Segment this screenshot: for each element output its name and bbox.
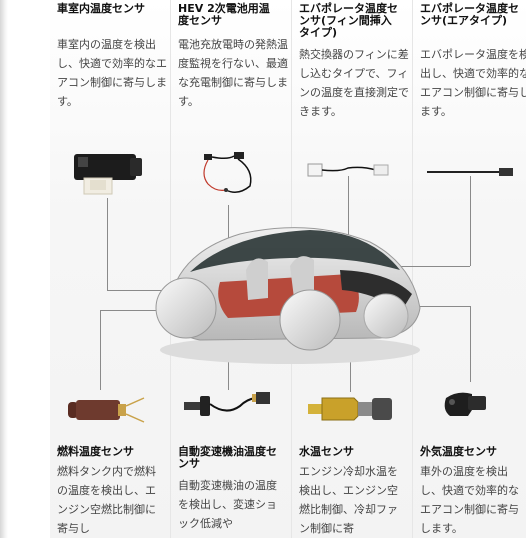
atf-temp-sensor-title[interactable]: 自動変速機油温度センサ <box>178 445 277 470</box>
cabin-temp-sensor-desc: 車室内の温度を検出し、快適で効率的なエアコン制御に寄与します。 <box>57 38 167 108</box>
fuel-temp-sensor-desc: 燃料タンク内で燃料の温度を検出し、エンジン空燃比制御に寄与し <box>57 465 156 535</box>
cabin-temp-sensor-title[interactable]: 車室内温度センサ <box>57 2 145 15</box>
column-divider <box>412 0 413 538</box>
page-left-shadow <box>0 0 8 538</box>
coolant-temp-sensor-title[interactable]: 水温センサ <box>299 445 354 458</box>
connector-line <box>470 306 471 382</box>
connector-line <box>107 290 185 291</box>
hev-battery-sensor-desc: 電池充放電時の発熱温度監視を行ない、最適な充電制御に寄与します。 <box>178 38 288 108</box>
connector-line <box>470 176 471 266</box>
hev-battery-sensor-title[interactable]: HEV 2次電池用温度センサ <box>178 2 270 27</box>
evap-air-sensor-image[interactable] <box>425 165 517 179</box>
connector-line <box>107 198 108 290</box>
fuel-temp-sensor-title[interactable]: 燃料温度センサ <box>57 445 134 458</box>
evap-fin-sensor-desc: 熱交換器のフィンに差し込むタイプで、フィンの温度を直接測定できます。 <box>299 48 409 118</box>
atf-temp-sensor-image[interactable] <box>182 388 274 428</box>
evap-air-sensor-title[interactable]: エバポレータ温度センサ(エアタイプ) <box>420 2 519 27</box>
coolant-temp-sensor-desc: エンジン冷却水温を検出し、エンジン空燃比制御、冷却ファン制御に寄 <box>299 465 398 535</box>
evap-air-sensor-desc: エバポレータ温度を検出し、快適で効率的なエアコン制御に寄与します。 <box>420 48 526 118</box>
ambient-temp-sensor-desc: 車外の温度を検出し、快適で効率的なエアコン制御に寄与します。 <box>420 465 519 535</box>
evap-fin-sensor-title[interactable]: エバポレータ温度センサ(フィン間挿入タイプ) <box>299 2 398 39</box>
coolant-temp-sensor-image[interactable] <box>306 392 396 426</box>
cabin-temp-sensor-image[interactable] <box>70 148 150 198</box>
evap-fin-sensor-image[interactable] <box>306 158 396 184</box>
connector-line <box>348 176 349 240</box>
concept-car-image <box>150 212 430 372</box>
ambient-temp-sensor-title[interactable]: 外気温度センサ <box>420 445 497 458</box>
atf-temp-sensor-desc: 自動変速機油の温度を検出し、変速ショック低減や <box>178 479 277 530</box>
column-divider <box>170 0 171 538</box>
column-4-bg <box>413 0 526 538</box>
connector-line <box>100 310 160 311</box>
connector-line <box>410 306 470 307</box>
connector-line <box>100 310 101 390</box>
ambient-temp-sensor-image[interactable] <box>438 386 498 426</box>
connector-line <box>400 266 470 267</box>
fuel-temp-sensor-image[interactable] <box>62 392 152 428</box>
column-1-bg <box>50 0 170 538</box>
hev-battery-sensor-image[interactable] <box>198 150 258 198</box>
